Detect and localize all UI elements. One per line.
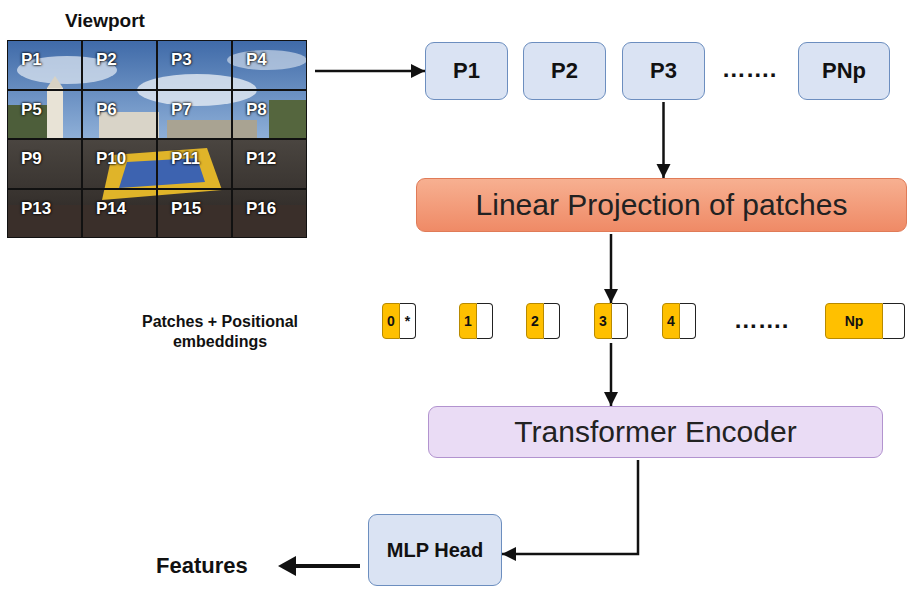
patch-label: P5 — [21, 100, 42, 120]
output-label: Features — [156, 552, 268, 580]
token-position-part — [477, 303, 493, 339]
patch-label: P14 — [96, 199, 126, 219]
patch-cell: P4 — [232, 40, 307, 90]
token-position-part: * — [400, 303, 416, 339]
patch-cell: P1 — [7, 40, 82, 90]
patch-label: P8 — [246, 100, 267, 120]
patch-cell: P9 — [7, 139, 82, 189]
token-patch-part: Np — [825, 303, 883, 339]
token-index: 1 — [464, 313, 472, 329]
patch-cell: P14 — [82, 189, 157, 239]
box-label: P3 — [650, 58, 677, 84]
patch-label: P7 — [171, 100, 192, 120]
patch-label: P1 — [21, 50, 42, 70]
embedding-token: 0* — [382, 303, 416, 339]
token-position-part — [544, 303, 560, 339]
token-index: 4 — [667, 313, 675, 329]
flow-arrow — [502, 460, 638, 554]
patch-cell: P5 — [7, 90, 82, 140]
embedding-token: 4 — [662, 303, 696, 339]
patch-box: P2 — [523, 42, 606, 100]
patch-cell: P8 — [232, 90, 307, 140]
token-patch-part: 3 — [594, 303, 612, 339]
patch-label: P4 — [246, 50, 267, 70]
output-arrow-head — [278, 556, 296, 576]
token-index: 0 — [387, 313, 395, 329]
patch-cell: P16 — [232, 189, 307, 239]
patch-cell: P2 — [82, 40, 157, 90]
token-position-part — [612, 303, 628, 339]
token-mark: * — [405, 313, 410, 329]
box-label: P2 — [551, 58, 578, 84]
viewport-image: ViewportP1 P2 P3 P4P5 P6 P7 P8P9 P10 P11 P12P13 P1… — [7, 8, 307, 238]
patch-cell: P11 — [157, 139, 232, 189]
patch-label: P13 — [21, 199, 51, 219]
patch-cell: P12 — [232, 139, 307, 189]
patch-label: P12 — [246, 149, 276, 169]
ellipsis: ……. — [716, 54, 782, 84]
box-label: MLP Head — [387, 539, 483, 562]
embedding-token: Np — [825, 303, 905, 339]
token-patch-part: 4 — [662, 303, 680, 339]
token-patch-part: 1 — [459, 303, 477, 339]
encoder-box: Transformer Encoder — [428, 406, 883, 458]
patch-cell: P7 — [157, 90, 232, 140]
box-label: PNp — [822, 58, 866, 84]
patch-cell: P15 — [157, 189, 232, 239]
viewport-heading: Viewport — [65, 10, 145, 32]
box-label: Transformer Encoder — [514, 415, 796, 449]
flow-arrow — [610, 234, 613, 303]
ellipsis: ……. — [728, 305, 794, 335]
embedding-token: 3 — [594, 303, 628, 339]
patch-label: P6 — [96, 100, 117, 120]
token-position-part — [883, 303, 905, 339]
embedding-token: 2 — [526, 303, 560, 339]
patch-cell: P10 — [82, 139, 157, 189]
mlp-head-box: MLP Head — [368, 514, 502, 586]
patch-box: PNp — [798, 42, 890, 100]
output-arrow-line — [292, 564, 360, 568]
patch-box: P1 — [425, 42, 508, 100]
flow-arrow — [662, 102, 665, 178]
patch-label: P2 — [96, 50, 117, 70]
patch-cell: P6 — [82, 90, 157, 140]
token-index: 2 — [531, 313, 539, 329]
token-index: 3 — [599, 313, 607, 329]
projection-box: Linear Projection of patches — [416, 178, 907, 232]
patch-label: P16 — [246, 199, 276, 219]
patch-label: P3 — [171, 50, 192, 70]
patch-label: P9 — [21, 149, 42, 169]
patch-box: P3 — [622, 42, 705, 100]
token-index: Np — [845, 313, 864, 329]
flow-arrow — [610, 343, 613, 406]
patch-label: P11 — [171, 149, 200, 169]
patch-cell: P13 — [7, 189, 82, 239]
token-patch-part: 2 — [526, 303, 544, 339]
patch-cell: P3 — [157, 40, 232, 90]
box-label: Linear Projection of patches — [476, 188, 848, 222]
row-label: Patches + Positional embeddings — [95, 312, 345, 352]
patch-label: P10 — [96, 149, 126, 169]
patch-label: P15 — [171, 199, 201, 219]
token-position-part — [680, 303, 696, 339]
flow-arrow — [315, 70, 425, 73]
box-label: P1 — [453, 58, 480, 84]
token-patch-part: 0 — [382, 303, 400, 339]
embedding-token: 1 — [459, 303, 493, 339]
